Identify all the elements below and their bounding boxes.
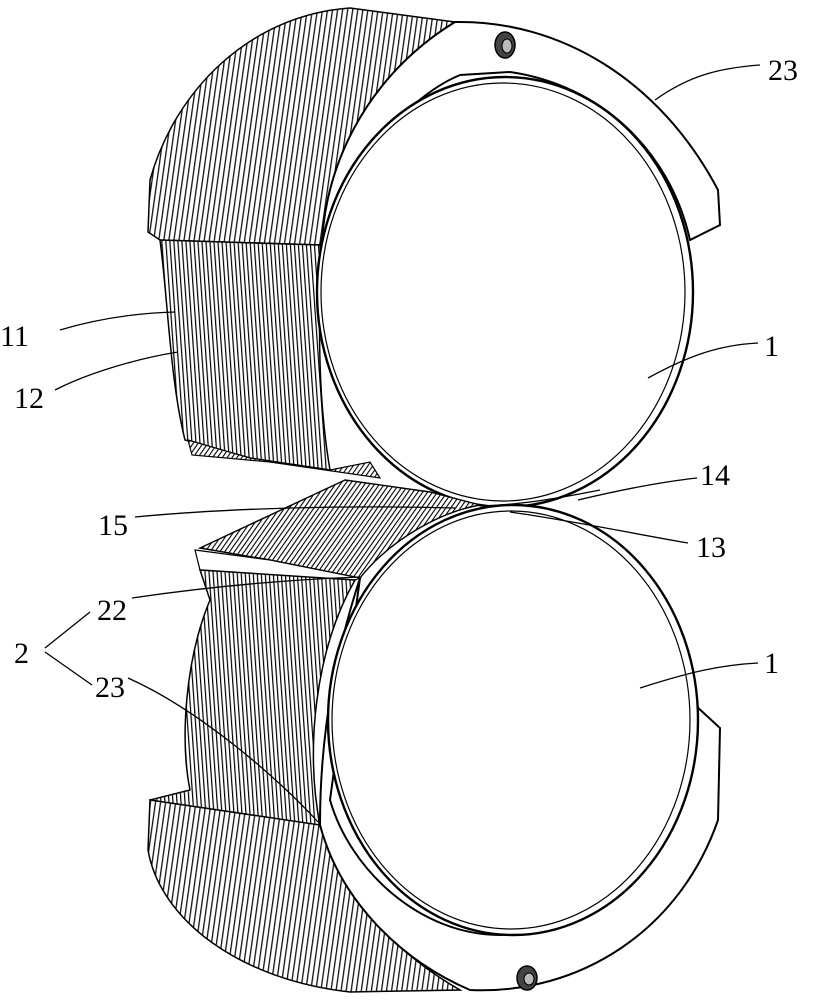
label-1-upper: 1 <box>764 330 779 363</box>
leader-23-upper <box>655 65 760 100</box>
label-22: 22 <box>97 594 127 627</box>
leader-2-to-23 <box>45 652 92 685</box>
lower-mount-hole-inner <box>524 973 534 985</box>
upper-disk <box>317 77 693 507</box>
label-23-upper: 23 <box>768 54 798 87</box>
label-13: 13 <box>696 531 726 564</box>
upper-stator <box>148 8 720 507</box>
upper-mount-hole-inner <box>502 39 512 53</box>
label-11: 11 <box>0 320 29 353</box>
label-23-lower: 23 <box>95 671 125 704</box>
label-12: 12 <box>14 382 44 415</box>
lower-disk <box>328 505 698 935</box>
upper-teeth-laminations <box>160 240 330 470</box>
label-14: 14 <box>700 459 730 492</box>
label-2: 2 <box>14 637 29 670</box>
leader-11 <box>60 312 175 330</box>
label-1-lower: 1 <box>764 647 779 680</box>
leader-2-to-22 <box>45 612 90 648</box>
leader-12 <box>55 352 178 390</box>
label-15: 15 <box>98 509 128 542</box>
lower-stator <box>148 480 720 992</box>
